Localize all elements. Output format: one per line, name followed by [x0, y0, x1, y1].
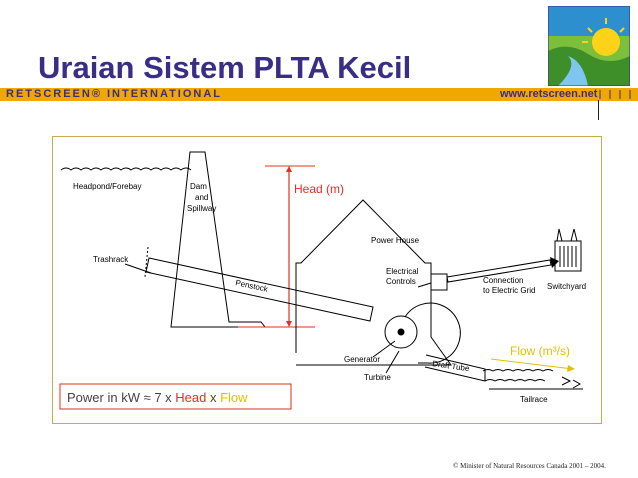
generator-label: Generator — [344, 355, 380, 364]
penstock-label: Penstock — [235, 278, 270, 294]
dam-and-label: and — [195, 193, 208, 202]
turbine-label: Turbine — [364, 373, 391, 382]
website-url: www.retscreen.net — [500, 88, 598, 100]
headpond-water — [60, 167, 192, 171]
draft-tube — [424, 354, 486, 382]
connection-label: Connection — [483, 276, 523, 285]
slide-title: Uraian Sistem PLTA Kecil — [38, 50, 412, 85]
head-label: Head (m) — [294, 182, 344, 196]
grid-connection — [446, 259, 552, 283]
turbine-housing — [404, 302, 461, 364]
formula-head: Head — [175, 390, 206, 405]
trashrack-label: Trashrack — [93, 255, 129, 264]
hydro-diagram: Headpond/Forebay Dam and Spillway Head (… — [59, 151, 586, 410]
spillway-label: Spillway — [187, 204, 216, 213]
power-formula: Power in kW ≈ 7 x Head x Flow — [67, 390, 248, 405]
penstock — [145, 257, 374, 322]
retscreen-logo — [548, 6, 630, 86]
power-house — [295, 199, 452, 366]
header-band — [0, 88, 638, 101]
draft-tube-label: Draft Tube — [432, 359, 471, 373]
dam — [170, 151, 267, 328]
brand-name: RETSCREEN® INTERNATIONAL — [6, 88, 223, 100]
tailrace-label: Tailrace — [520, 395, 548, 404]
formula-box — [59, 383, 292, 410]
flow-arrow — [490, 358, 574, 370]
formula-prefix: Power in kW ≈ 7 x — [67, 390, 175, 405]
diagram-panel: Headpond/Forebay Dam and Spillway Head (… — [52, 136, 602, 424]
headpond-label: Headpond/Forebay — [73, 182, 142, 191]
generator — [384, 315, 418, 349]
switchyard-label: Switchyard — [547, 282, 586, 291]
controls-label: Controls — [386, 277, 416, 286]
formula-flow: Flow — [220, 390, 248, 405]
flow-label: Flow (m³/s) — [510, 344, 570, 358]
electrical-label: Electrical — [386, 267, 419, 276]
formula-mid: x — [206, 390, 220, 405]
grid-label: to Electric Grid — [483, 286, 535, 295]
dam-label: Dam — [190, 182, 207, 191]
switchyard-icon — [554, 228, 582, 272]
copyright: © Minister of Natural Resources Canada 2… — [453, 462, 606, 470]
band-ticks — [599, 90, 631, 99]
band-divider — [598, 100, 599, 120]
control-box — [430, 273, 448, 291]
tailrace-water — [482, 369, 554, 382]
power-house-label: Power House — [371, 236, 420, 245]
